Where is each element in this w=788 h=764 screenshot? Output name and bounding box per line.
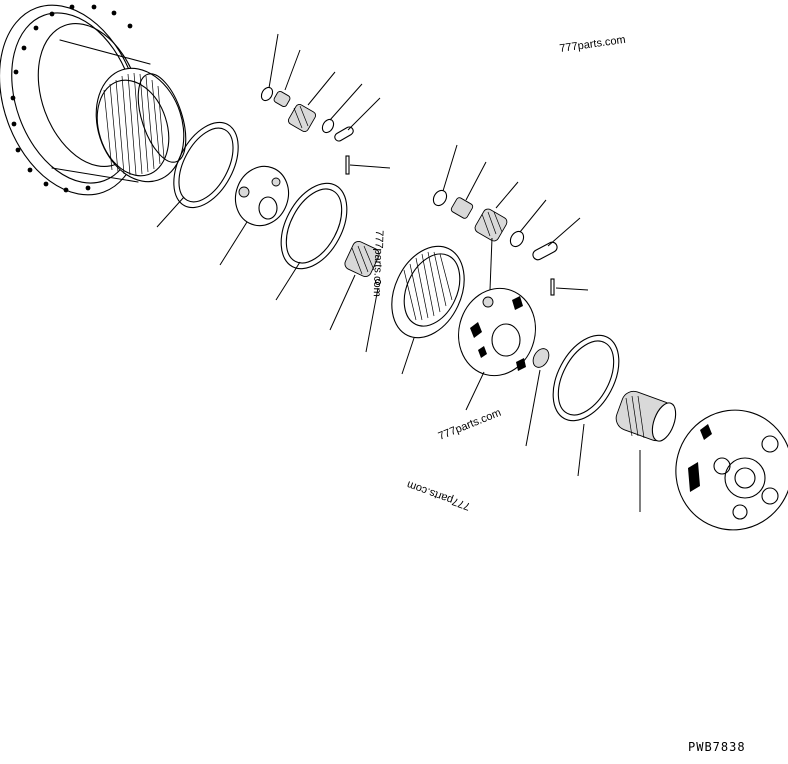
cover-part [675,409,788,531]
watermark-text: 777parts.com [559,34,627,55]
sun-gear-part [329,241,382,353]
thrust-ring-part [275,182,348,301]
bearing-part [615,390,677,512]
upper-planet-set [260,33,391,175]
watermark-text: 777parts.com [405,478,472,512]
ring-gear-part [391,245,465,375]
snap-ring-part [156,121,239,228]
large-carrier-part [458,287,536,411]
retaining-ring-part [552,334,620,477]
drawing-code: PWB7838 [688,740,746,754]
small-carrier-part [219,165,290,266]
thrust-washer-part [525,348,550,447]
housing-part [0,4,187,196]
watermark-text: 777parts.com [371,230,385,297]
lower-planet-set [432,144,589,296]
watermark-text: 777parts.com [437,407,503,443]
